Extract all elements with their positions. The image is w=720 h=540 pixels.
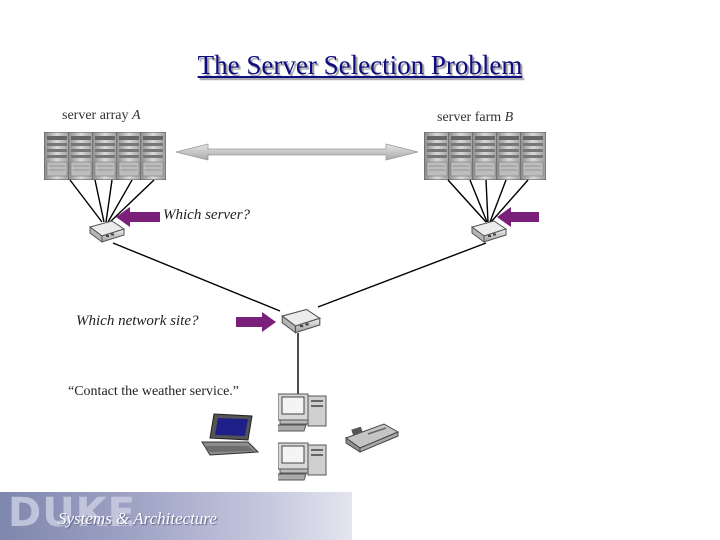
server-array-label-prefix: server array xyxy=(62,108,132,123)
desktop-computer-icon xyxy=(278,442,327,481)
server-rack-icon xyxy=(140,132,166,180)
server-array-a xyxy=(44,132,166,180)
network-switch-icon xyxy=(281,308,321,334)
server-farm-label-name: B xyxy=(504,110,514,125)
server-rack-icon xyxy=(424,132,450,180)
footer-subtitle: Systems & Architecture xyxy=(58,509,217,528)
server-farm-b xyxy=(424,132,546,180)
server-rack-icon xyxy=(496,132,522,180)
server-farm-label: server farm B xyxy=(437,110,513,126)
pointer-arrow-icon xyxy=(116,207,160,227)
desktop-computer-icon xyxy=(278,393,327,432)
network-switch-icon xyxy=(471,220,507,243)
fax-machine-icon xyxy=(344,423,400,453)
server-rack-icon xyxy=(44,132,70,180)
pointer-arrow-icon xyxy=(236,312,276,332)
server-rack-icon xyxy=(520,132,546,180)
server-array-label-name: A xyxy=(131,108,141,123)
which-server-question: Which server? xyxy=(163,207,251,223)
page-title: The Server Selection Problem xyxy=(197,50,523,80)
server-rack-icon xyxy=(68,132,94,180)
server-array-label: server array A xyxy=(62,108,141,124)
server-rack-icon xyxy=(92,132,118,180)
server-rack-icon xyxy=(116,132,142,180)
server-rack-icon xyxy=(472,132,498,180)
server-rack-icon xyxy=(448,132,474,180)
bidirectional-arrow xyxy=(175,143,419,161)
which-site-question: Which network site? xyxy=(76,313,199,329)
footer-banner xyxy=(0,492,352,540)
network-switch-icon xyxy=(89,220,125,243)
connection-lines xyxy=(69,179,529,395)
laptop-icon xyxy=(201,413,260,456)
duke-logo: DUKE xyxy=(8,490,137,536)
request-quote: “Contact the weather service.” xyxy=(68,384,240,399)
server-farm-label-prefix: server farm xyxy=(437,110,505,125)
pointer-arrow-icon xyxy=(497,207,539,227)
